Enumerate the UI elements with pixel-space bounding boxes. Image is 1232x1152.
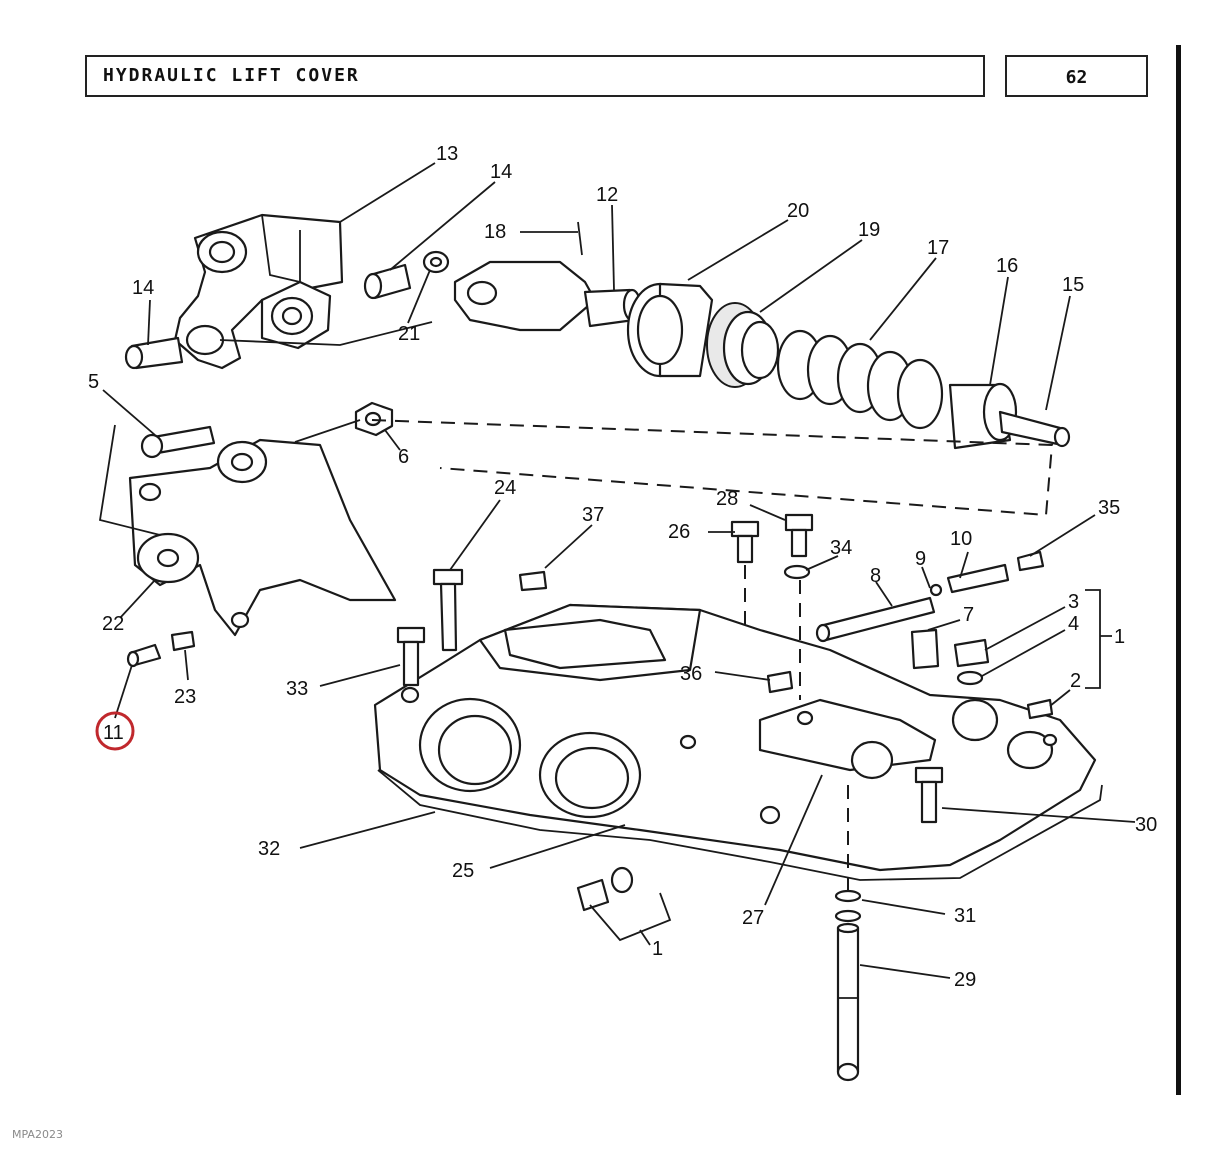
washer-4: [956, 670, 984, 686]
callout-16: 16: [996, 255, 1018, 277]
plug-36: [766, 670, 794, 694]
callout-26: 26: [668, 521, 690, 543]
callout-37: 37: [582, 504, 604, 526]
callout-31: 31: [954, 905, 976, 927]
callout-36: 36: [680, 663, 702, 685]
plug-37: [518, 570, 548, 592]
callout-19: 19: [858, 219, 880, 241]
callout-21: 21: [398, 323, 420, 345]
callout-18: 18: [484, 221, 506, 243]
nut-6: [354, 401, 394, 437]
callout-4: 4: [1068, 613, 1079, 635]
callout-10: 10: [950, 528, 972, 550]
bolt-26: [730, 520, 760, 564]
pin-14-left: [124, 336, 184, 370]
spring-seat-19: [706, 302, 780, 388]
washer-34: [783, 564, 811, 580]
callout-35: 35: [1098, 497, 1120, 519]
screw-5: [140, 425, 216, 459]
callout-13: 13: [436, 143, 458, 165]
callout-12: 12: [596, 184, 618, 206]
callout-32: 32: [258, 838, 280, 860]
bush-14: [363, 263, 412, 300]
callout-11: 11: [103, 722, 124, 744]
callout-27: 27: [742, 907, 764, 929]
assembly-axis-upper: [371, 419, 1054, 517]
lift-arm-13: [173, 213, 344, 370]
callout-25: 25: [452, 860, 474, 882]
leader-lines: [98, 162, 1136, 979]
plug-3: [953, 638, 990, 668]
ball-9: [929, 583, 943, 597]
bolt-30: [914, 766, 944, 824]
rod-15: [998, 410, 1071, 448]
piston-20: [626, 282, 714, 378]
callout-28: 28: [716, 488, 738, 510]
callout-5: 5: [88, 371, 99, 393]
callout-7: 7: [963, 604, 974, 626]
cover-body: [373, 603, 1097, 872]
callout-6: 6: [398, 446, 409, 468]
callout-11-highlight-ring: [95, 711, 135, 751]
fitting-7: [910, 628, 940, 670]
piston-29: [836, 922, 860, 1082]
washers-31: [834, 889, 862, 923]
page-title: HYDRAULIC LIFT COVER: [103, 65, 360, 86]
callout-23: 23: [174, 686, 196, 708]
bush-21: [422, 250, 450, 274]
callout-8: 8: [870, 565, 881, 587]
bolt-24: [432, 568, 464, 652]
callout-9: 9: [915, 548, 926, 570]
callout-30: 30: [1135, 814, 1157, 836]
callout-3: 3: [1068, 591, 1079, 613]
bush-23: [170, 630, 196, 652]
right-edge-rule: [1176, 45, 1181, 1095]
spool-8: [815, 596, 936, 643]
callout-15: 15: [1062, 274, 1084, 296]
gasket-32: [377, 769, 1103, 881]
callout-labels: 13 14 14 12 18 20 19 17 16 15 21 5 6 24 …: [88, 143, 1157, 991]
callout-14-left: 14: [132, 277, 154, 299]
callout-1-bottom: 1: [652, 938, 663, 960]
page-number: 62: [1065, 67, 1088, 88]
callout-34: 34: [830, 537, 852, 559]
callout-1-right: 1: [1114, 626, 1125, 648]
callout-14-top: 14: [490, 161, 512, 183]
bolt-28: [784, 513, 814, 558]
pin-11: [126, 643, 162, 668]
spring-17: [776, 329, 944, 430]
plug-1-bottom: [576, 866, 634, 912]
clevis-shaft-12: [453, 221, 642, 332]
callout-22: 22: [102, 613, 124, 635]
callout-20: 20: [787, 200, 809, 222]
callout-2: 2: [1070, 670, 1081, 692]
page-number-box: 62: [1005, 55, 1148, 97]
watermark: MPA2023: [12, 1128, 63, 1141]
plug-2: [1026, 698, 1054, 720]
callout-33: 33: [286, 678, 308, 700]
callout-17: 17: [927, 237, 949, 259]
callout-29: 29: [954, 969, 976, 991]
bolt-33: [396, 626, 426, 687]
bracket-22: [128, 438, 397, 637]
callout-24: 24: [494, 477, 516, 499]
title-box: HYDRAULIC LIFT COVER: [85, 55, 985, 97]
seat-10: [946, 563, 1010, 594]
